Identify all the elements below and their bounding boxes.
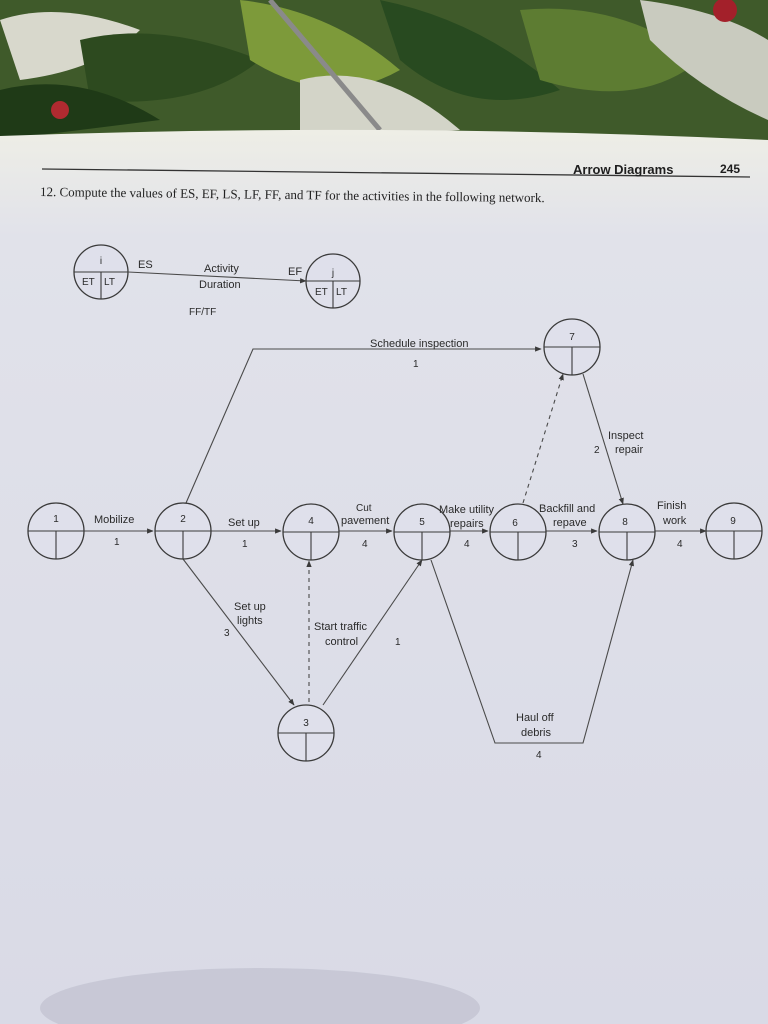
traffic-control-label-2: control xyxy=(325,636,358,648)
node-6-label: 6 xyxy=(512,518,518,529)
page-number: 245 xyxy=(720,162,740,176)
node-4: 4 xyxy=(282,503,340,561)
arrow-start-traffic-control xyxy=(322,559,423,706)
haul-debris-label-1: Haul off xyxy=(516,712,555,724)
legend-arrow xyxy=(127,271,307,284)
textbook-page: Arrow Diagrams 245 12. Compute the value… xyxy=(0,128,768,1024)
legend-et-right: ET xyxy=(315,287,328,298)
traffic-control-label-1: Start traffic xyxy=(314,621,367,633)
node-6: 6 xyxy=(489,503,547,561)
node-7: 7 xyxy=(543,318,601,376)
setup-lights-duration: 3 xyxy=(224,628,230,639)
header-rule xyxy=(41,168,751,178)
node-8-label: 8 xyxy=(622,517,628,528)
node-2: 2 xyxy=(154,502,212,560)
haul-debris-label-2: debris xyxy=(521,727,551,739)
setup-label: Set up xyxy=(228,517,260,529)
legend-duration: Duration xyxy=(199,279,241,291)
legend-fftf: FF/TF xyxy=(189,307,216,318)
traffic-control-duration: 1 xyxy=(395,637,401,648)
node-9-label: 9 xyxy=(730,516,736,527)
schedule-inspection-label: Schedule inspection xyxy=(370,338,468,350)
inspect-repair-label-2: repair xyxy=(615,444,643,456)
mobilize-duration: 1 xyxy=(114,537,120,548)
node-5: 5 xyxy=(393,503,451,561)
backfill-label-1: Backfill and xyxy=(539,503,595,515)
finish-work-duration: 4 xyxy=(677,539,683,550)
legend-j-label: j xyxy=(331,268,334,279)
problem-statement: 12. Compute the values of ES, EF, LS, LF… xyxy=(40,184,545,205)
node-4-label: 4 xyxy=(308,516,314,527)
setup-duration: 1 xyxy=(242,539,248,550)
legend-et-left: ET xyxy=(82,277,95,288)
legend-activity: Activity xyxy=(204,263,239,275)
cut-pavement-label-1: Cut xyxy=(356,503,372,514)
setup-lights-label-2: lights xyxy=(237,615,263,627)
node-3-label: 3 xyxy=(303,718,309,729)
node-8: 8 xyxy=(598,503,656,561)
arrow-schedule-inspection xyxy=(185,346,542,504)
inspect-repair-label-1: Inspect xyxy=(608,430,643,442)
network-arrows xyxy=(84,346,707,744)
cut-pavement-duration: 4 xyxy=(362,539,368,550)
finish-work-label-1: Finish xyxy=(657,500,686,512)
arrow-haul-off-debris xyxy=(430,559,634,744)
inspect-repair-duration: 2 xyxy=(594,445,600,456)
finish-work-label-2: work xyxy=(662,515,687,527)
node-7-label: 7 xyxy=(569,332,575,343)
backfill-duration: 3 xyxy=(572,539,578,550)
setup-lights-label-1: Set up xyxy=(234,601,266,613)
legend-i-label: i xyxy=(100,256,102,267)
legend-lt-right: LT xyxy=(336,287,347,298)
utility-repairs-label-1: Make utility xyxy=(439,504,495,516)
node-9: 9 xyxy=(705,502,763,560)
legend: i ET LT j ET LT ES EF Activity Duration … xyxy=(73,244,361,318)
haul-debris-duration: 4 xyxy=(536,750,542,761)
mobilize-label: Mobilize xyxy=(94,514,134,526)
node-5-label: 5 xyxy=(419,517,425,528)
dummy-arrow-6-7 xyxy=(522,373,564,504)
utility-repairs-duration: 4 xyxy=(464,539,470,550)
cut-pavement-label-2: pavement xyxy=(341,515,389,527)
utility-repairs-label-2: repairs xyxy=(450,518,484,530)
node-3: 3 xyxy=(277,704,335,762)
arrow-inspect-repair xyxy=(582,373,624,505)
schedule-inspection-duration: 1 xyxy=(413,359,419,370)
arrow-setup-lights xyxy=(182,558,295,706)
node-1-label: 1 xyxy=(53,514,59,525)
node-1: 1 xyxy=(27,502,85,560)
node-2-label: 2 xyxy=(180,514,186,525)
legend-ef: EF xyxy=(288,266,302,278)
backfill-label-2: repave xyxy=(553,517,587,529)
legend-lt-left: LT xyxy=(104,277,115,288)
legend-es: ES xyxy=(138,259,153,271)
running-header-title: Arrow Diagrams xyxy=(573,162,673,177)
